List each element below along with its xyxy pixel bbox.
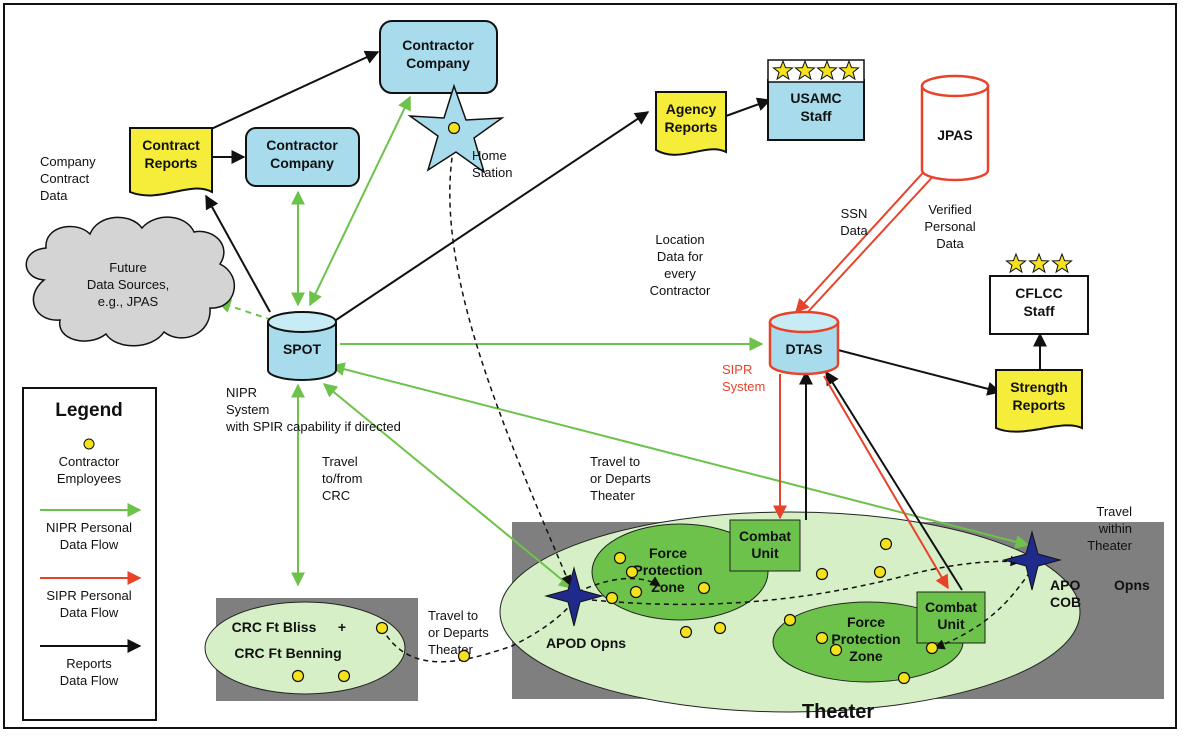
cflcc-rank-stars (1005, 252, 1073, 274)
cflcc-staff-box (989, 275, 1089, 335)
spot-database (267, 311, 337, 381)
contractor-dots (291, 537, 939, 685)
contractor-dot (925, 641, 939, 655)
rank-star-icon (1005, 252, 1027, 274)
theater-label: Theater (802, 701, 874, 723)
contractor-dot (873, 565, 887, 579)
contractor-dot (613, 551, 627, 565)
contractor-dot (337, 669, 351, 683)
legend-contractor-dot (83, 438, 95, 450)
rank-star-icon (794, 59, 816, 81)
apod-star (544, 566, 604, 627)
crc-ellipse (204, 601, 406, 695)
contractor-company-mid (245, 127, 360, 187)
combat-unit-2-box (916, 591, 986, 644)
rank-star-icon (772, 59, 794, 81)
contractor-dot (605, 591, 619, 605)
contractor-dot (815, 631, 829, 645)
usamc-rank-stars (767, 59, 865, 83)
travel-paths (381, 139, 1031, 663)
contractor-dot (375, 621, 389, 635)
usamc-staff-box (767, 79, 865, 141)
contractor-dot (697, 581, 711, 595)
apod-opns-label: APOD Opns (546, 635, 626, 651)
crc-plus-sign: + (338, 619, 346, 635)
contractor-dot (447, 121, 461, 135)
dtas-label: DTAS (785, 341, 822, 357)
sipr-arrows (773, 153, 951, 590)
rank-star-icon (1051, 252, 1073, 274)
report-arrows (195, 50, 1047, 591)
nipr-arrows (216, 95, 1030, 589)
contractor-dot (457, 649, 471, 663)
contract-reports-doc (129, 127, 213, 197)
jpas-database (920, 74, 990, 182)
contractor-dot (679, 625, 693, 639)
contractor-dot (291, 669, 305, 683)
apo-star (1002, 530, 1062, 591)
contractor-dot (815, 567, 829, 581)
contractor-dot (897, 671, 911, 685)
contractor-dot (829, 643, 843, 657)
legend-title: Legend (55, 400, 123, 421)
spot-label: SPOT (283, 341, 322, 357)
contractor-dot (713, 621, 727, 635)
rank-star-icon (1028, 252, 1050, 274)
contractor-dot (879, 537, 893, 551)
jpas-label: JPAS (937, 127, 973, 143)
contractor-company-top (379, 20, 498, 94)
agency-reports-doc (655, 91, 727, 156)
strength-reports-doc (995, 369, 1083, 433)
contractor-dot (625, 565, 639, 579)
contractor-dot (629, 585, 643, 599)
rank-star-icon (816, 59, 838, 81)
crc-bliss-label: CRC Ft Bliss (232, 619, 317, 635)
contractor-dot (783, 613, 797, 627)
usamc-star-band (767, 59, 865, 83)
future-sources-cloud (25, 216, 236, 347)
opns-label: Opns (1114, 577, 1150, 593)
rank-star-icon (838, 59, 860, 81)
crc-benning-label: CRC Ft Benning (234, 645, 341, 661)
dtas-database (768, 310, 840, 376)
